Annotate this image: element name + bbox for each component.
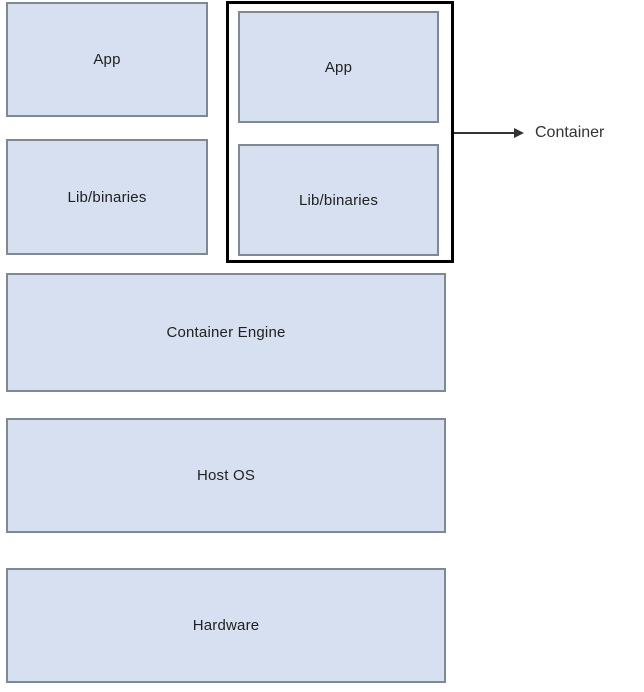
box-lib-binaries-right: Lib/binaries [238,144,439,256]
box-app-left: App [6,2,208,117]
box-container-engine: Container Engine [6,273,446,392]
arrow-right-icon [514,128,524,138]
box-lib-binaries-right-label: Lib/binaries [298,191,379,209]
box-app-right-label: App [324,58,353,76]
box-lib-binaries-left-label: Lib/binaries [67,188,147,206]
box-app-right: App [238,11,439,123]
container-frame: App Lib/binaries [226,1,454,263]
box-host-os: Host OS [6,418,446,533]
box-lib-binaries-left: Lib/binaries [6,139,208,255]
box-host-os-label: Host OS [196,467,256,484]
box-app-left-label: App [93,51,121,68]
box-hardware-label: Hardware [192,617,260,634]
box-hardware: Hardware [6,568,446,683]
container-arrow-line [454,132,516,134]
container-annotation-label: Container [535,124,605,141]
box-container-engine-label: Container Engine [166,324,286,341]
